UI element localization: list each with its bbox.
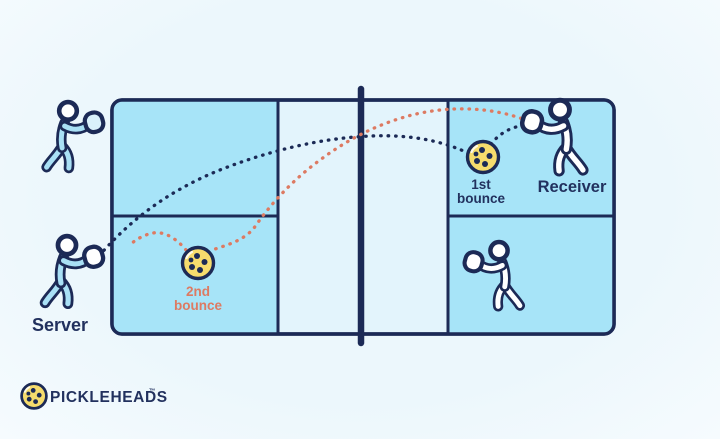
server-partner-player-icon <box>47 102 105 168</box>
receiver-label: Receiver <box>538 178 607 196</box>
pickleheads-logo-ball-icon <box>20 382 48 410</box>
second-bounce-label: 2nd bounce <box>174 284 222 313</box>
first-bounce-ball <box>465 139 501 175</box>
pickleheads-logo-text: PICKLEHEADS <box>50 389 168 406</box>
return-trajectory <box>210 107 530 252</box>
trademark-symbol: ™ <box>149 388 156 395</box>
svg-text:bounce: bounce <box>174 298 222 313</box>
svg-text:bounce: bounce <box>457 191 505 206</box>
second-bounce-ball <box>180 245 216 281</box>
svg-text:2nd: 2nd <box>186 284 210 299</box>
service-box-top-left <box>112 100 280 218</box>
first-bounce-label: 1st bounce <box>457 177 505 206</box>
server-label: Server <box>32 315 88 335</box>
server-player-icon <box>45 236 105 304</box>
second-bounce-rebound-trajectory <box>128 231 188 252</box>
service-box-bottom-right <box>446 214 614 334</box>
svg-text:1st: 1st <box>471 177 491 192</box>
pickleheads-logo: PICKLEHEADS ™ <box>20 382 168 410</box>
serve-trajectory <box>97 134 471 258</box>
